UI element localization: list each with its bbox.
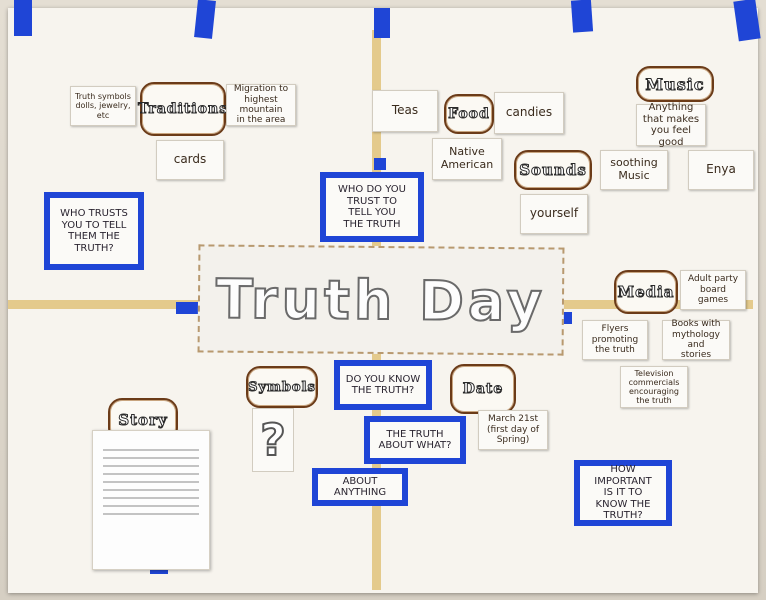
note-traditions-symbols: Truth symbols dolls, jewelry, etc [70, 86, 136, 126]
text-line [103, 457, 199, 459]
blue-tape [374, 158, 386, 170]
note-food-candies: candies [494, 92, 564, 134]
question-do-you-know: DO YOU KNOW THE TRUTH? [334, 360, 432, 410]
note-music-feel-good: Anything that makes you feel good [636, 102, 706, 148]
question-who-trusts-you: WHO TRUSTS YOU TO TELL THEM THE TRUTH? [44, 192, 144, 270]
note-traditions-cards: cards [156, 140, 224, 180]
question-who-do-you-trust: WHO DO YOU TRUST TO TELL YOU THE TRUTH [320, 172, 424, 242]
note-food-teas: Teas [372, 90, 438, 132]
question-how-important: HOW IMPORTANT IS IT TO KNOW THE TRUTH? [574, 460, 672, 526]
note-media-board-games: Adult party board games [680, 270, 746, 310]
note-music-enya: Enya [688, 150, 754, 190]
note-media-flyers: Flyers promoting the truth [582, 320, 648, 360]
heading-date: Date [450, 364, 516, 414]
blue-tape [570, 0, 594, 33]
text-line [103, 449, 199, 451]
note-traditions-migration: Migration to highest mountain in the are… [226, 84, 296, 126]
question-truth-about-what: THE TRUTH ABOUT WHAT? [364, 416, 466, 464]
text-line [103, 465, 199, 467]
heading-sounds: Sounds [514, 150, 592, 190]
note-date-march: March 21st (first day of Spring) [478, 410, 548, 450]
text-line [103, 513, 199, 515]
heading-symbols: Symbols [246, 366, 318, 408]
text-line [103, 505, 199, 507]
text-line [103, 473, 199, 475]
question-about-anything: ABOUT ANYTHING [312, 468, 408, 506]
note-media-books: Books with mythology and stories [662, 319, 730, 360]
note-sounds-yourself: yourself [520, 194, 588, 234]
heading-food: Food [444, 94, 494, 134]
blue-tape [176, 302, 198, 314]
question-mark-symbol: ? [252, 408, 294, 472]
page-title: Truth Day [197, 244, 565, 356]
blue-tape [374, 8, 390, 38]
text-line [103, 481, 199, 483]
text-line [103, 497, 199, 499]
heading-music: Music [636, 66, 714, 102]
heading-media: Media [614, 270, 678, 314]
note-media-television: Television commercials encouraging the t… [620, 366, 688, 408]
blue-tape [14, 0, 32, 36]
story-document [92, 430, 210, 570]
note-music-soothing: soothing Music [600, 150, 668, 190]
note-food-native-american: Native American [432, 138, 502, 180]
text-line [103, 489, 199, 491]
heading-traditions: Traditions [137, 82, 228, 136]
